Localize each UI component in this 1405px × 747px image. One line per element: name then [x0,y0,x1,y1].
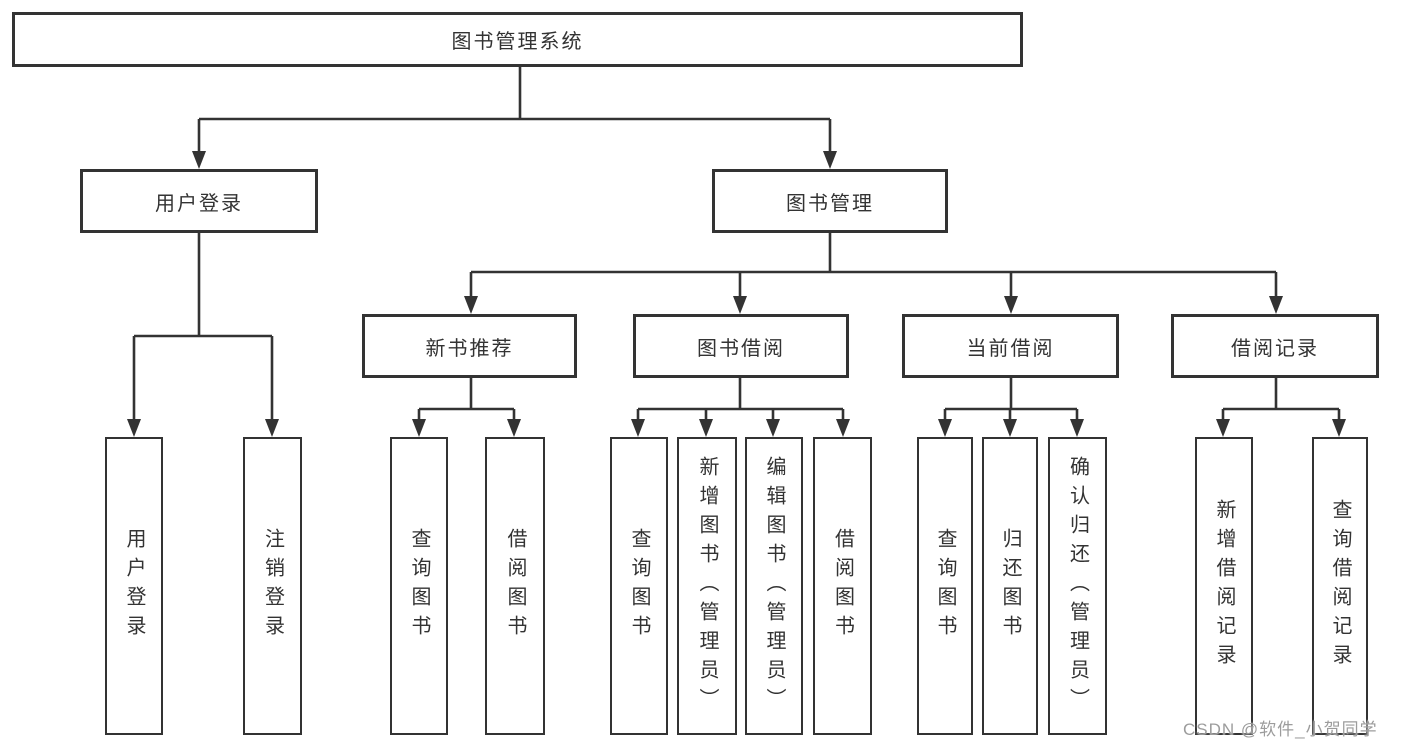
arrowhead-down-icon [1269,296,1283,314]
node-borrow-record: 借阅记录 [1171,314,1379,378]
connector-current-borrow-branch [938,378,1084,437]
leaf-bb-borrow-book: 借阅图书 [813,437,872,735]
arrowhead-down-icon [265,419,279,437]
arrowhead-down-icon [1070,419,1084,437]
leaf-logout: 注销登录 [243,437,302,735]
arrowhead-down-icon [1004,296,1018,314]
connector-book-borrow-branch [631,378,850,437]
leaf-bb-edit-book-admin: 编辑图书（管理员） [745,437,803,735]
leaf-bb-add-book-admin: 新增图书（管理员） [677,437,737,735]
node-book-management: 图书管理 [712,169,948,233]
arrowhead-down-icon [464,296,478,314]
arrowhead-down-icon [938,419,952,437]
node-user-login: 用户登录 [80,169,318,233]
arrowhead-down-icon [631,419,645,437]
arrowhead-down-icon [192,151,206,169]
arrowhead-down-icon [823,151,837,169]
connector-book-mgmt-to-level2 [464,233,1283,314]
leaf-br-add-record: 新增借阅记录 [1195,437,1253,735]
node-book-borrow: 图书借阅 [633,314,849,378]
arrowhead-down-icon [766,419,780,437]
connector-new-book-rec-branch [412,378,521,437]
arrowhead-down-icon [507,419,521,437]
node-new-book-recommend: 新书推荐 [362,314,577,378]
connector-borrow-record-branch [1216,378,1346,437]
arrowhead-down-icon [836,419,850,437]
arrowhead-down-icon [699,419,713,437]
arrowhead-down-icon [733,296,747,314]
leaf-br-query-record: 查询借阅记录 [1312,437,1368,735]
leaf-cb-confirm-return-admin: 确认归还（管理员） [1048,437,1107,735]
leaf-bb-query-book: 查询图书 [610,437,668,735]
arrowhead-down-icon [1216,419,1230,437]
node-current-borrow: 当前借阅 [902,314,1119,378]
arrowhead-down-icon [1332,419,1346,437]
arrowhead-down-icon [412,419,426,437]
arrowhead-down-icon [127,419,141,437]
leaf-cb-query-book: 查询图书 [917,437,973,735]
leaf-rec-borrow-book: 借阅图书 [485,437,545,735]
node-root-system: 图书管理系统 [12,12,1023,67]
csdn-watermark: CSDN @软件_小贺同学 [1183,720,1378,739]
leaf-cb-return-book: 归还图书 [982,437,1038,735]
leaf-user-login: 用户登录 [105,437,163,735]
leaf-rec-query-book: 查询图书 [390,437,448,735]
arrowhead-down-icon [1003,419,1017,437]
connector-root-to-level1 [192,67,837,169]
connector-user-login-branch [127,233,279,437]
